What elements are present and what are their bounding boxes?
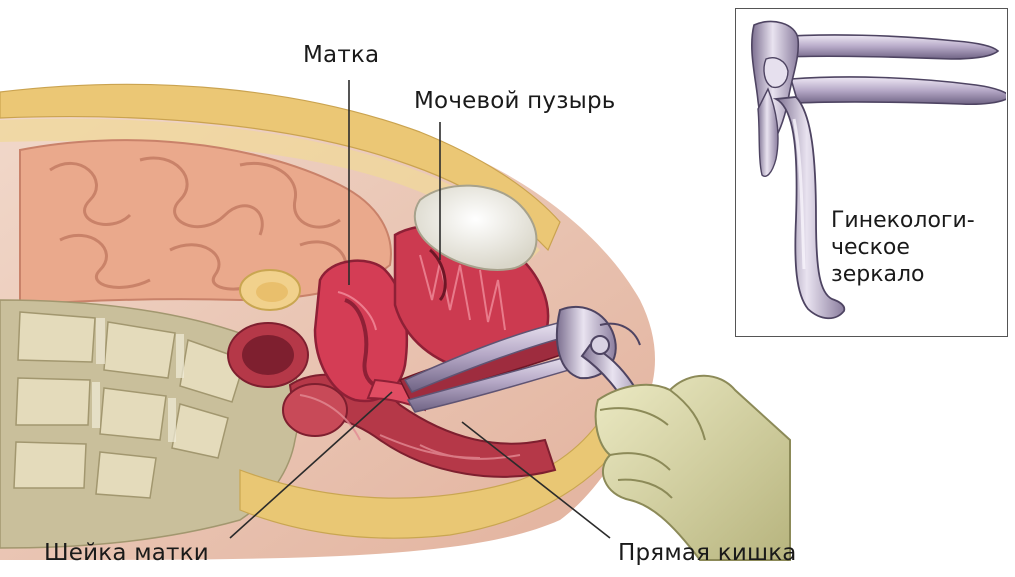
uterus: [315, 261, 407, 401]
label-cervix: Шейка матки: [44, 540, 209, 566]
inset-upper-blade: [776, 35, 998, 59]
inset-label-line-1: Гинекологи-: [831, 207, 975, 234]
label-bladder: Мочевой пузырь: [414, 88, 616, 114]
speculum-inset: Гинекологи- ческое зеркало: [735, 8, 1008, 337]
gloved-hand: [596, 376, 790, 560]
inset-label-line-3: зеркало: [831, 261, 975, 288]
label-rectum: Прямая кишка: [618, 540, 797, 566]
inset-lower-blade: [791, 77, 1006, 104]
inset-label: Гинекологи- ческое зеркало: [831, 207, 975, 288]
label-uterus: Матка: [303, 42, 379, 68]
inset-label-line-2: ческое: [831, 234, 975, 261]
